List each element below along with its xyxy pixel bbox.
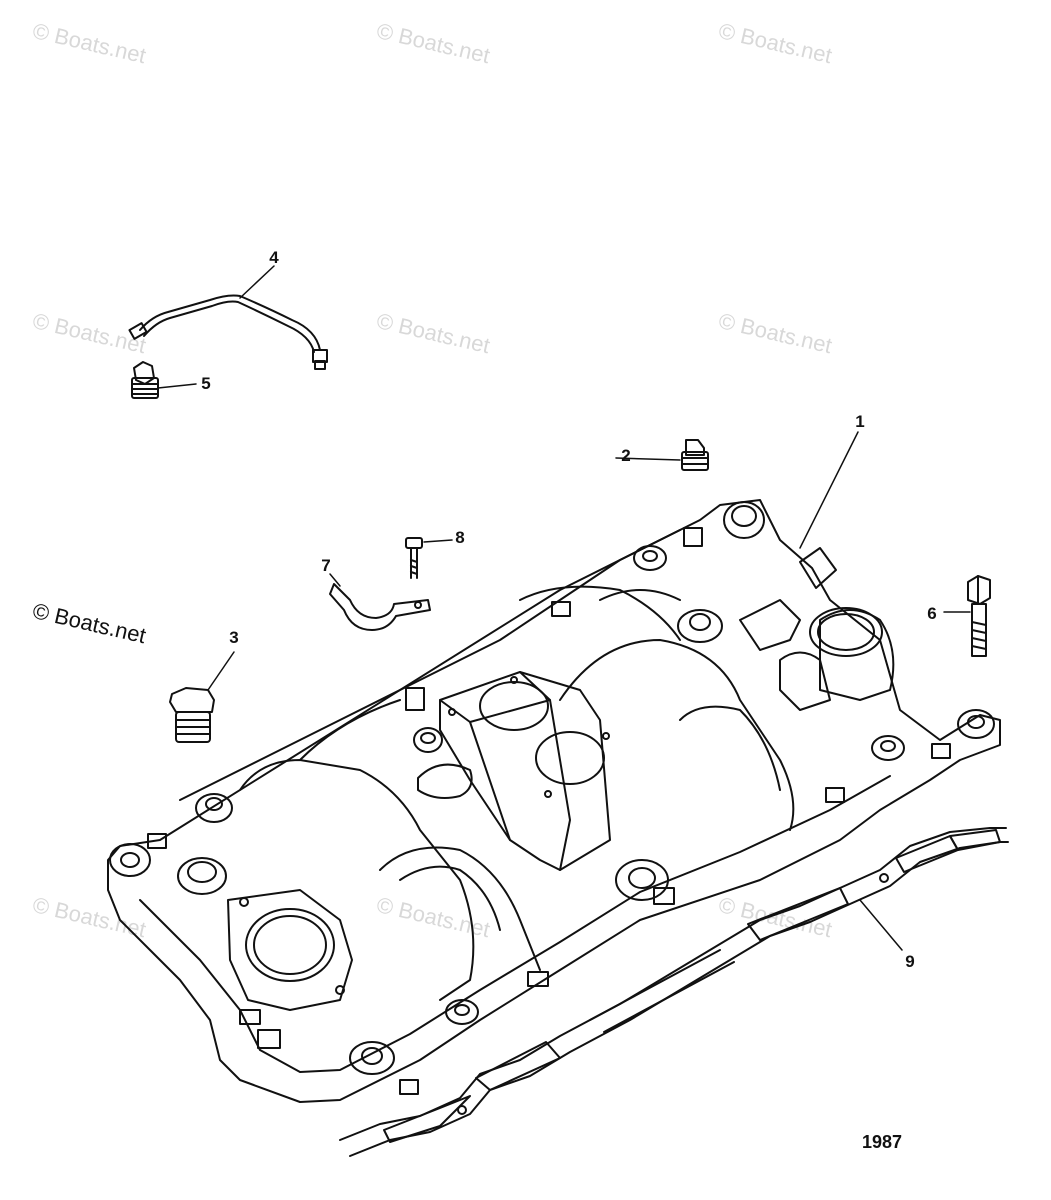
diagram-code: 1987: [862, 1132, 903, 1152]
callout-4: 4: [269, 248, 279, 267]
fuel-line-part-4: [128, 294, 328, 370]
callout-9: 9: [905, 952, 915, 971]
callout-5: 5: [201, 374, 211, 393]
fitting-part-5: [131, 361, 159, 399]
callout-2: 2: [621, 446, 631, 465]
bolt-part-8: [405, 537, 423, 579]
callout-6: 6: [927, 604, 937, 623]
leader-lines: [157, 265, 971, 951]
pipe-plug-part-2: [681, 439, 709, 471]
gasket-part-9: [339, 827, 1009, 1157]
callout-7: 7: [321, 556, 331, 575]
callout-3: 3: [229, 628, 239, 647]
bolt-part-6: [967, 575, 991, 657]
clamp-part-7: [329, 583, 431, 631]
plug-part-3: [169, 687, 215, 743]
callout-8: 8: [455, 528, 465, 547]
callout-1: 1: [855, 412, 865, 431]
intake-manifold-part-1: [107, 499, 1001, 1103]
